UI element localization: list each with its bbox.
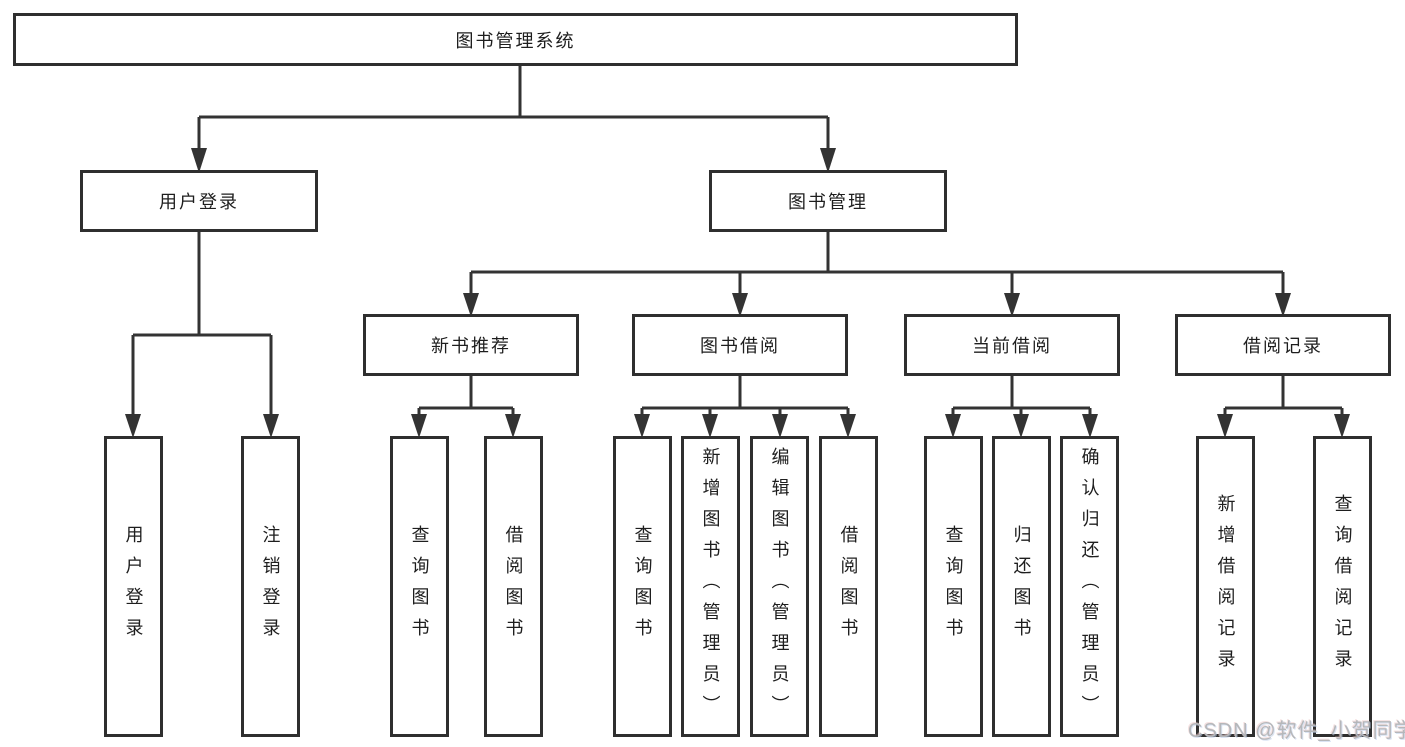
node-current-borrowing: 当前借阅 — [904, 314, 1120, 376]
connector-borrowing-records-to-children — [1217, 376, 1350, 438]
node-add-borrow-record: 新增借阅记录 — [1196, 436, 1255, 737]
connector-root-to-level2 — [191, 66, 836, 173]
node-label: 用户登录 — [159, 192, 239, 212]
node-label: 图书借阅 — [700, 336, 780, 356]
node-borrowing-records: 借阅记录 — [1175, 314, 1391, 376]
csdn-watermark: CSDN @软件_小贺同学 — [1188, 720, 1405, 742]
connector-new-book-recommendation-to-children — [411, 376, 521, 438]
node-book-management: 图书管理 — [709, 170, 947, 232]
node-label: 确认归还（管理员） — [1079, 447, 1100, 726]
connector-book-borrowing-to-children — [634, 376, 856, 438]
node-user-login: 用户登录 — [80, 170, 318, 232]
node-query-books-recommend: 查询图书 — [390, 436, 449, 737]
node-label: 查询图书 — [632, 524, 653, 649]
node-label: 借阅记录 — [1243, 336, 1323, 356]
node-book-borrowing: 图书借阅 — [632, 314, 848, 376]
node-edit-book-admin: 编辑图书（管理员） — [750, 436, 809, 737]
node-label: 图书管理系统 — [455, 30, 576, 51]
node-label: 查询图书 — [943, 524, 964, 649]
node-label: 新书推荐 — [431, 336, 511, 356]
node-label: 查询借阅记录 — [1332, 493, 1353, 680]
connector-user-login-to-children — [125, 232, 279, 438]
node-borrow-books-recommend: 借阅图书 — [484, 436, 543, 737]
node-borrow-books-leaf: 借阅图书 — [819, 436, 878, 737]
node-label: 用户登录 — [123, 524, 144, 649]
node-label: 注销登录 — [260, 524, 281, 649]
node-label: 当前借阅 — [972, 336, 1052, 356]
node-label: 归还图书 — [1011, 524, 1032, 649]
node-query-borrow-record: 查询借阅记录 — [1313, 436, 1372, 737]
connector-current-borrowing-to-children — [945, 376, 1098, 438]
node-label: 新增图书（管理员） — [700, 447, 721, 726]
node-label: 新增借阅记录 — [1215, 493, 1236, 680]
connector-book-management-to-children — [463, 232, 1291, 317]
node-confirm-return-admin: 确认归还（管理员） — [1060, 436, 1119, 737]
node-label: 图书管理 — [788, 192, 868, 212]
node-label: 查询图书 — [409, 524, 430, 649]
node-library-system: 图书管理系统 — [13, 13, 1018, 66]
node-label: 借阅图书 — [503, 524, 524, 649]
node-return-book: 归还图书 — [992, 436, 1051, 737]
node-label: 借阅图书 — [838, 524, 859, 649]
node-user-login-leaf: 用户登录 — [104, 436, 163, 737]
node-label: 编辑图书（管理员） — [769, 447, 790, 726]
node-new-book-recommendation: 新书推荐 — [363, 314, 579, 376]
node-logout-leaf: 注销登录 — [241, 436, 300, 737]
node-add-book-admin: 新增图书（管理员） — [681, 436, 740, 737]
node-query-books-borrowing: 查询图书 — [613, 436, 672, 737]
node-query-books-current: 查询图书 — [924, 436, 983, 737]
